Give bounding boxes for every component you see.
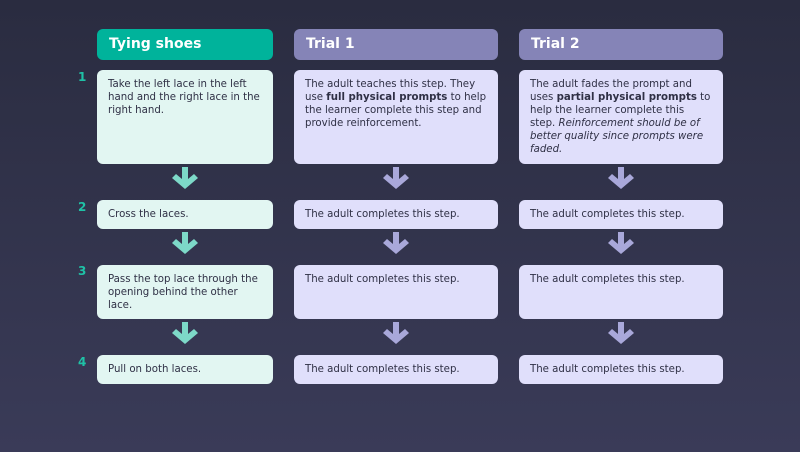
header-trial-2: Trial 2 — [519, 29, 723, 60]
arrow-down-icon — [608, 322, 634, 344]
italic-text: Reinforcement should be of better qualit… — [530, 118, 704, 155]
arrow-down-icon — [383, 232, 409, 254]
text: The adult teaches this step. They use — [305, 79, 476, 103]
step-number: 4 — [78, 355, 87, 369]
bold-text: partial physical prompts — [556, 92, 697, 103]
arrow-down-icon — [608, 232, 634, 254]
arrow-down-icon — [383, 322, 409, 344]
task-step-box: Pass the top lace through the opening be… — [97, 265, 273, 319]
trial-1-step-box: The adult completes this step. — [294, 200, 498, 229]
text: to help the learner complete this step. — [530, 92, 711, 129]
trial-1-step-box: The adult teaches this step. They use fu… — [294, 70, 498, 164]
header-trial-1: Trial 1 — [294, 29, 498, 60]
step-number: 2 — [78, 200, 87, 214]
header-task: Tying shoes — [97, 29, 273, 60]
trial-2-step-box: The adult fades the prompt and uses part… — [519, 70, 723, 164]
arrow-down-icon — [172, 232, 198, 254]
task-step-box: Take the left lace in the left hand and … — [97, 70, 273, 164]
step-number: 3 — [78, 264, 87, 278]
arrow-down-icon — [172, 322, 198, 344]
text: to help the learner complete this step a… — [305, 92, 487, 129]
arrow-down-icon — [383, 167, 409, 189]
bold-text: full physical prompts — [326, 92, 448, 103]
step-number: 1 — [78, 70, 87, 84]
arrow-down-icon — [608, 167, 634, 189]
text: The adult fades the prompt and uses — [530, 79, 692, 103]
task-step-box: Pull on both laces. — [97, 355, 273, 384]
trial-2-step-box: The adult completes this step. — [519, 265, 723, 319]
trial-1-step-box: The adult completes this step. — [294, 355, 498, 384]
trial-2-step-box: The adult completes this step. — [519, 355, 723, 384]
trial-1-step-box: The adult completes this step. — [294, 265, 498, 319]
task-step-box: Cross the laces. — [97, 200, 273, 229]
trial-2-step-box: The adult completes this step. — [519, 200, 723, 229]
arrow-down-icon — [172, 167, 198, 189]
